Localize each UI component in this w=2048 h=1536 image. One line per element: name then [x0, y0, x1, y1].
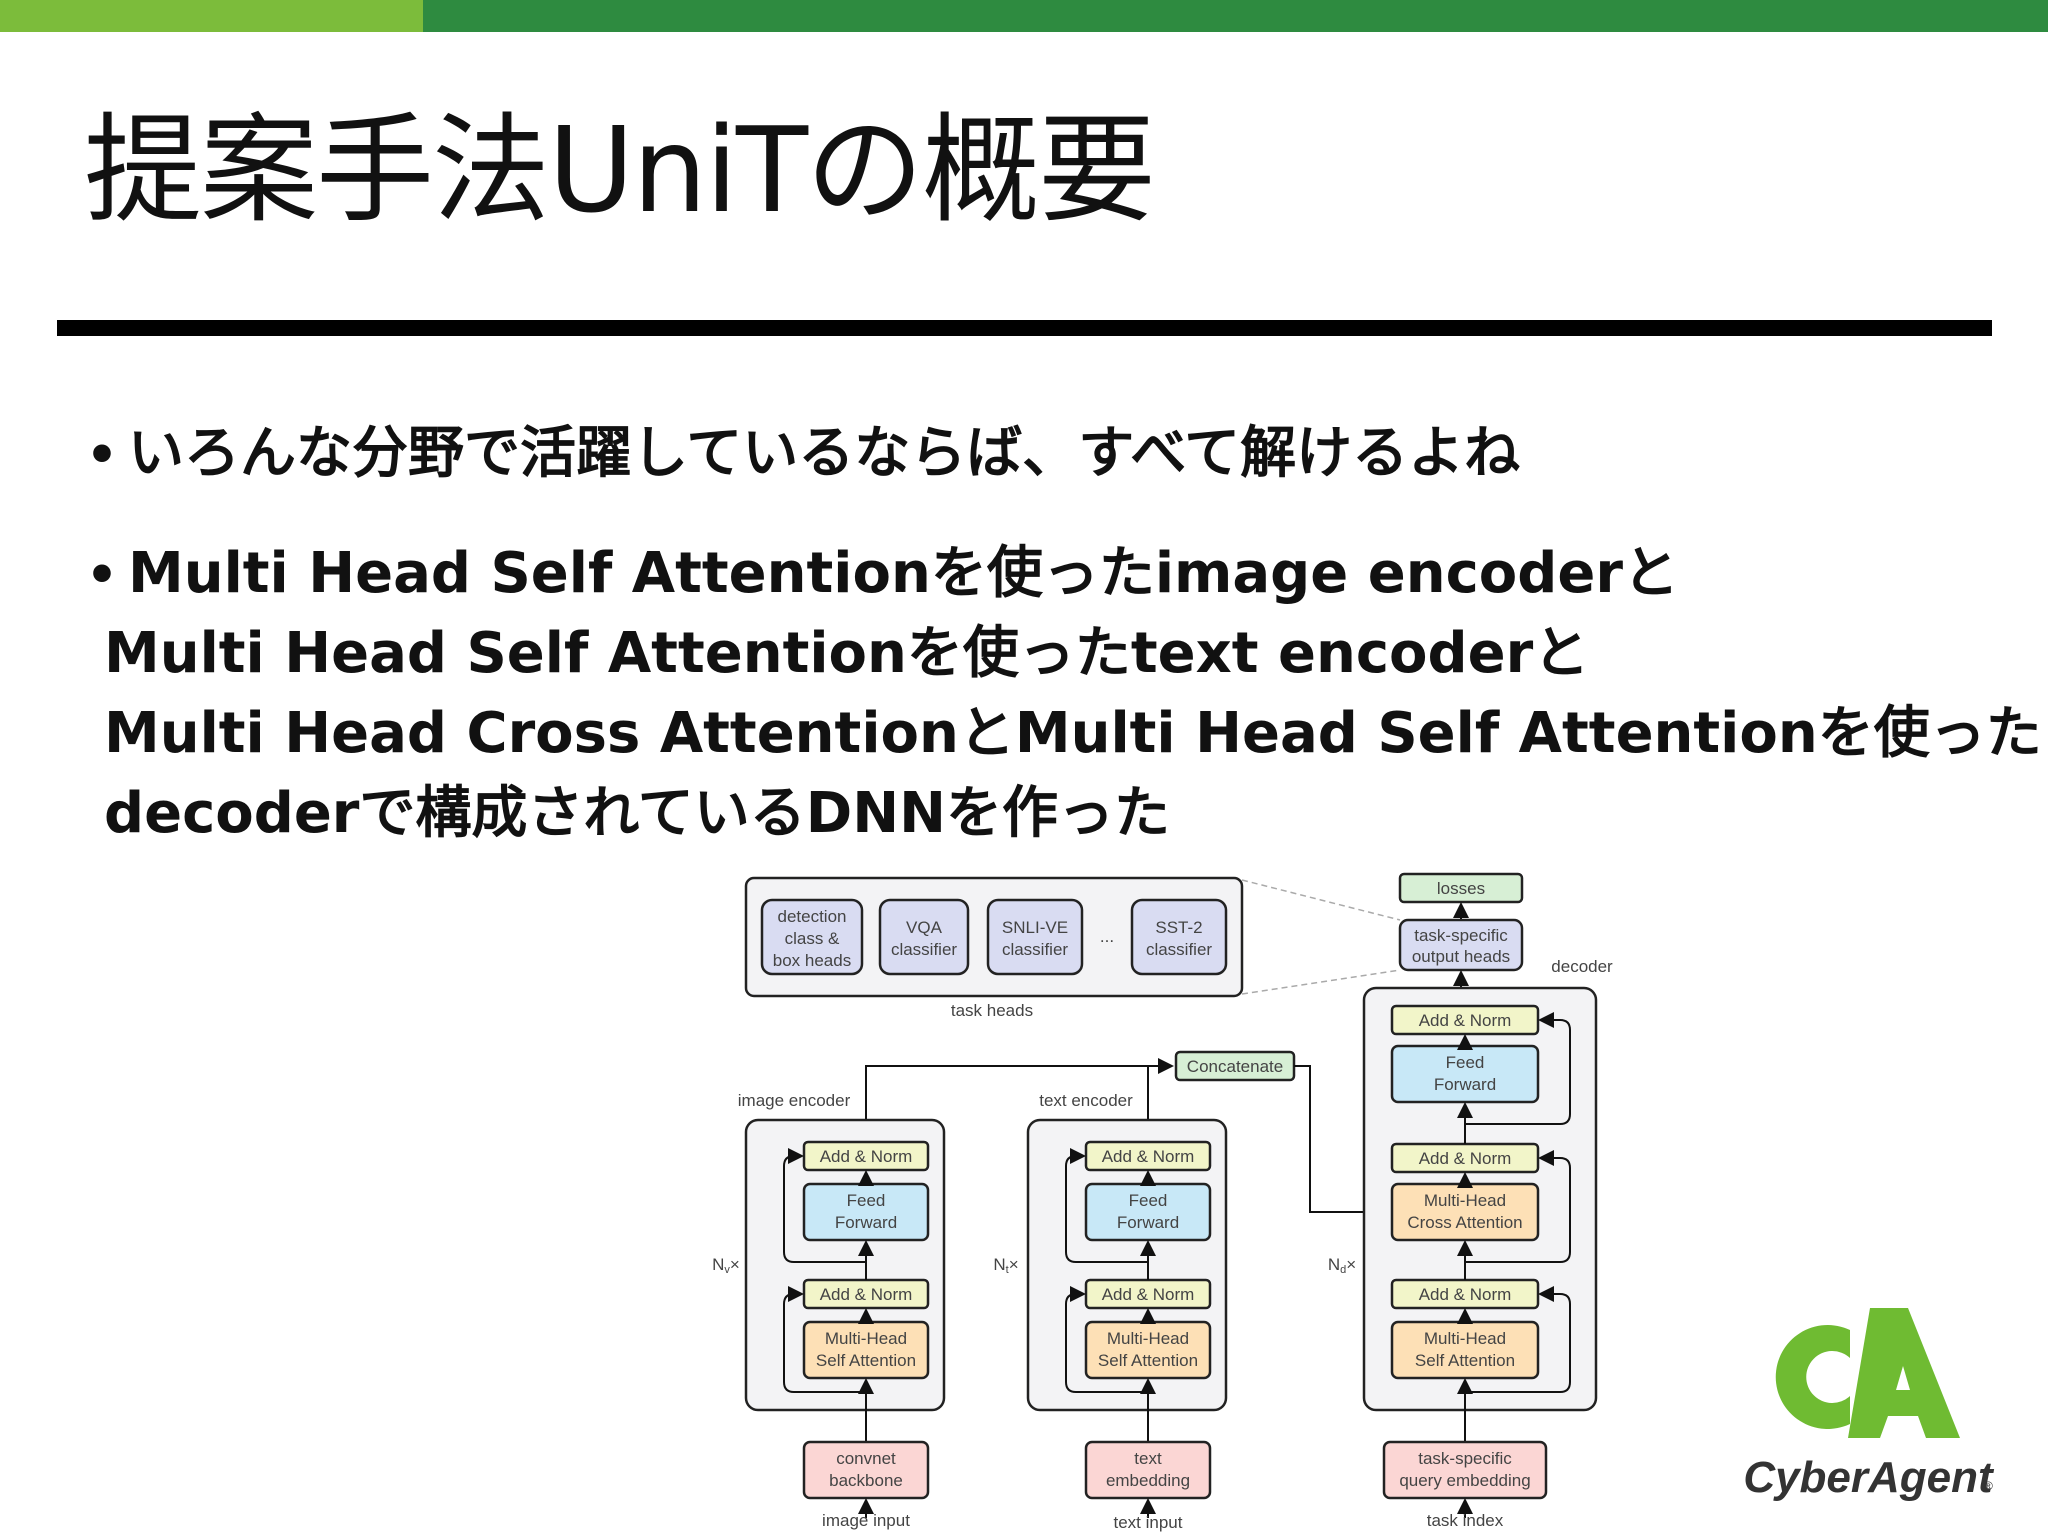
- text-encoder-attn-l2: Self Attention: [1098, 1351, 1198, 1370]
- text-encoder-add-norm-bottom: Add & Norm: [1102, 1285, 1195, 1304]
- image-encoder-attn-l2: Self Attention: [816, 1351, 916, 1370]
- decoder-cross-l2: Cross Attention: [1407, 1213, 1522, 1232]
- task-head-vqa-l2: classifier: [891, 940, 957, 959]
- decoder-label: decoder: [1551, 957, 1613, 976]
- output-heads-l1: task-specific: [1414, 926, 1508, 945]
- image-encoder-repeat-base: N: [712, 1255, 724, 1274]
- image-encoder: image encoder Nv× Add & Norm Feed Forwar…: [712, 1091, 946, 1530]
- task-head-sst-2-l2: classifier: [1146, 940, 1212, 959]
- text-encoder-add-norm-top: Add & Norm: [1102, 1147, 1195, 1166]
- decoder-repeat-sub: d: [1340, 1264, 1346, 1276]
- decoder-add-norm-1: Add & Norm: [1419, 1011, 1512, 1030]
- bullet-2-line-4: decoderで構成されているDNNを作った: [104, 781, 1170, 846]
- logo-wordmark: CyberAgent: [1743, 1453, 1995, 1502]
- task-heads-panel: detection class & box heads VQA classifi…: [744, 876, 1244, 1020]
- decoder-repeat: Nd×: [1328, 1255, 1356, 1276]
- text-encoder-label: text encoder: [1039, 1091, 1133, 1110]
- image-input-box-l1: convnet: [836, 1449, 896, 1468]
- top-accent-bar-dark: [423, 0, 2048, 32]
- decoder-self-attn-l1: Multi-Head: [1424, 1329, 1506, 1348]
- image-input-box-l2: backbone: [829, 1471, 903, 1490]
- decoder-input-label: task index: [1427, 1511, 1504, 1530]
- concatenate-box: Concatenate: [1174, 1050, 1296, 1082]
- text-input-label: text input: [1114, 1513, 1183, 1532]
- task-head-detection-l2: class &: [785, 929, 840, 948]
- title-divider: [57, 320, 1992, 336]
- bullet-dot: •: [86, 546, 118, 604]
- task-head-detection-l1: detection: [778, 907, 847, 926]
- losses-label: losses: [1437, 879, 1485, 898]
- image-encoder-add-norm-top: Add & Norm: [820, 1147, 913, 1166]
- decoder-input-box-l2: query embedding: [1399, 1471, 1530, 1490]
- slide-title: 提案手法UniTの概要: [84, 101, 1156, 239]
- top-accent-bar-light: [0, 0, 423, 32]
- bullet-2-line-2: Multi Head Self Attentionを使ったtext encode…: [104, 621, 1590, 686]
- task-head-snli-ve: SNLI-VE classifier: [986, 898, 1084, 976]
- decoder-self-attn-l2: Self Attention: [1415, 1351, 1515, 1370]
- decoder-repeat-suffix: ×: [1346, 1255, 1356, 1274]
- decoder-ff-l2: Forward: [1434, 1075, 1496, 1094]
- task-heads-caption: task heads: [951, 1001, 1033, 1020]
- task-head-sst-2-l1: SST-2: [1155, 918, 1202, 937]
- image-encoder-ff-l1: Feed: [847, 1191, 886, 1210]
- decoder-input-box-l1: task-specific: [1418, 1449, 1512, 1468]
- bullet-2: •Multi Head Self Attentionを使ったimage enco…: [86, 528, 1679, 609]
- decoder-add-norm-3: Add & Norm: [1419, 1285, 1512, 1304]
- output-heads-box: task-specific output heads: [1398, 918, 1524, 972]
- bullet-dot: •: [86, 426, 118, 484]
- output-heads-l2: output heads: [1412, 947, 1510, 966]
- text-encoder-repeat-sub: t: [1006, 1264, 1009, 1276]
- image-encoder-repeat-suffix: ×: [730, 1255, 740, 1274]
- text-encoder-ff-l1: Feed: [1129, 1191, 1168, 1210]
- bullet-2-line-3: Multi Head Cross AttentionとMulti Head Se…: [104, 701, 2042, 766]
- image-encoder-ff-l2: Forward: [835, 1213, 897, 1232]
- top-accent-bar: [0, 0, 2048, 32]
- bullet-1-text: いろんな分野で活躍しているならば、すべて解けるよね: [127, 421, 1521, 486]
- image-encoder-add-norm-bottom: Add & Norm: [820, 1285, 913, 1304]
- text-input-box-l2: embedding: [1106, 1471, 1190, 1490]
- zoom-line-top: [1241, 879, 1401, 921]
- decoder: Nd× Add & Norm Feed Forward Add & Norm M…: [1328, 986, 1598, 1530]
- text-encoder-repeat-suffix: ×: [1009, 1255, 1019, 1274]
- task-head-detection: detection class & box heads: [760, 898, 864, 976]
- text-encoder-repeat-base: N: [993, 1255, 1005, 1274]
- bullet-2-text: Multi Head Self Attentionを使ったimage encod…: [127, 541, 1679, 606]
- task-head-detection-l3: box heads: [773, 951, 851, 970]
- task-head-vqa-l1: VQA: [906, 918, 943, 937]
- decoder-repeat-base: N: [1328, 1255, 1340, 1274]
- decoder-add-norm-2: Add & Norm: [1419, 1149, 1512, 1168]
- task-heads-ellipsis: ...: [1100, 927, 1114, 946]
- task-head-snli-ve-l1: SNLI-VE: [1002, 918, 1068, 937]
- image-input-label: image input: [822, 1511, 910, 1530]
- text-encoder-attn-l1: Multi-Head: [1107, 1329, 1189, 1348]
- image-encoder-label: image encoder: [738, 1091, 851, 1110]
- unit-architecture-diagram: detection class & box heads VQA classifi…: [712, 872, 1613, 1532]
- image-encoder-repeat: Nv×: [712, 1255, 740, 1276]
- image-encoder-repeat-sub: v: [724, 1264, 730, 1276]
- text-encoder-ff-l2: Forward: [1117, 1213, 1179, 1232]
- concatenate-label: Concatenate: [1187, 1057, 1283, 1076]
- image-encoder-attn-l1: Multi-Head: [825, 1329, 907, 1348]
- decoder-ff-l1: Feed: [1446, 1053, 1485, 1072]
- bullet-1: •いろんな分野で活躍しているならば、すべて解けるよね: [86, 408, 1520, 489]
- text-encoder-repeat: Nt×: [993, 1255, 1018, 1276]
- decoder-cross-l1: Multi-Head: [1424, 1191, 1506, 1210]
- text-input-box-l1: text: [1134, 1449, 1162, 1468]
- task-head-snli-ve-l2: classifier: [1002, 940, 1068, 959]
- logo-c-shape: [1775, 1325, 1850, 1429]
- logo-registered: ®: [1984, 1479, 1993, 1493]
- cyberagent-logo: CyberAgent ®: [1743, 1308, 1995, 1502]
- task-head-vqa: VQA classifier: [878, 898, 970, 976]
- task-head-sst-2: SST-2 classifier: [1130, 898, 1228, 976]
- zoom-line-bottom: [1241, 969, 1401, 995]
- losses-box: losses: [1398, 872, 1524, 904]
- logo-a-shape: [1848, 1308, 1960, 1438]
- text-encoder: text encoder Nt× Add & Norm Feed Forward…: [993, 1091, 1228, 1532]
